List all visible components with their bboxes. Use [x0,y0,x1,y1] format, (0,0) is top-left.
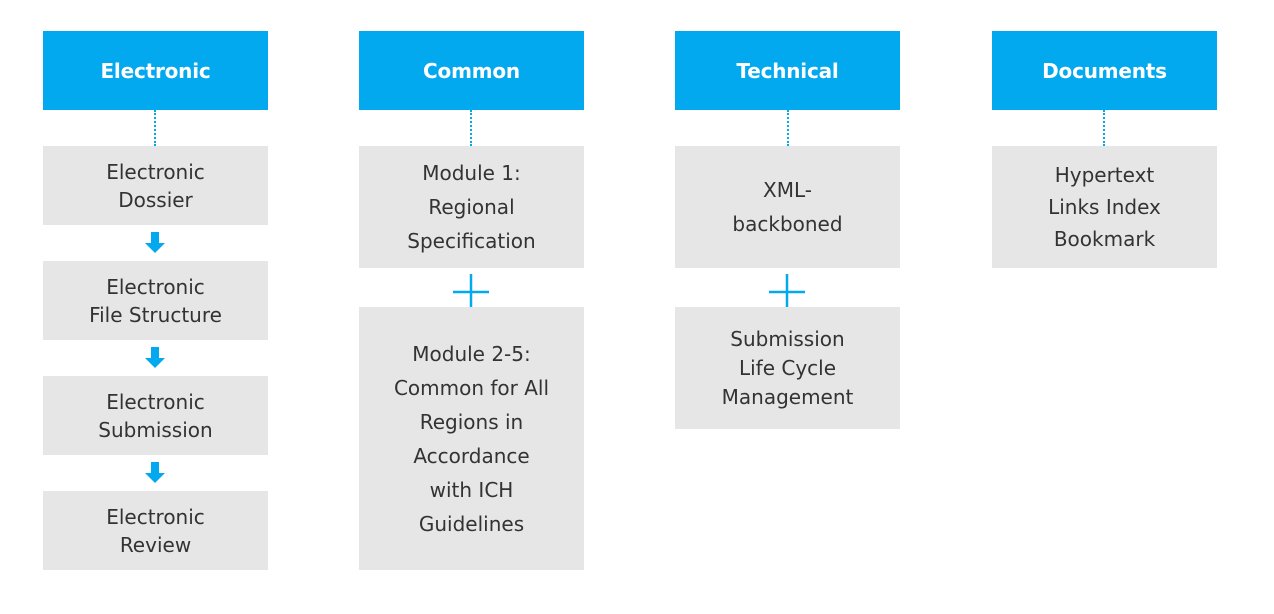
box-label: Module 2-5: Common for All Regions in Ac… [393,341,550,536]
box-xml-backboned: XML- backboned [675,146,900,268]
box-electronic-submission: Electronic Submission [43,376,268,455]
header-electronic: Electronic [43,31,268,110]
dotted-connector [470,110,472,146]
box-module-2-5: Module 2-5: Common for All Regions in Ac… [359,307,584,570]
plus-icon [769,274,805,310]
header-technical: Technical [675,31,900,110]
box-label: XML- backboned [732,178,843,236]
box-hypertext-links: Hypertext Links Index Bookmark [992,146,1217,268]
box-label: Electronic File Structure [89,274,222,327]
box-electronic-file-structure: Electronic File Structure [43,261,268,340]
box-label: Electronic Review [106,504,205,557]
box-label: Electronic Submission [98,389,213,442]
down-arrow-icon [145,232,165,253]
plus-icon [453,274,489,310]
box-module-1: Module 1: Regional Specification [359,146,584,268]
down-arrow-icon [145,462,165,483]
down-arrow-icon [145,347,165,368]
box-electronic-review: Electronic Review [43,491,268,570]
box-label: Electronic Dossier [106,159,205,212]
header-common: Common [359,31,584,110]
box-label: Hypertext Links Index Bookmark [1048,163,1161,251]
dotted-connector [154,110,156,146]
box-electronic-dossier: Electronic Dossier [43,146,268,225]
dotted-connector [1103,110,1105,146]
box-submission-life-cycle: Submission Life Cycle Management [675,307,900,429]
box-label: Module 1: Regional Specification [407,161,536,253]
box-label: Submission Life Cycle Management [721,326,854,409]
dotted-connector [787,110,789,146]
header-documents: Documents [992,31,1217,110]
